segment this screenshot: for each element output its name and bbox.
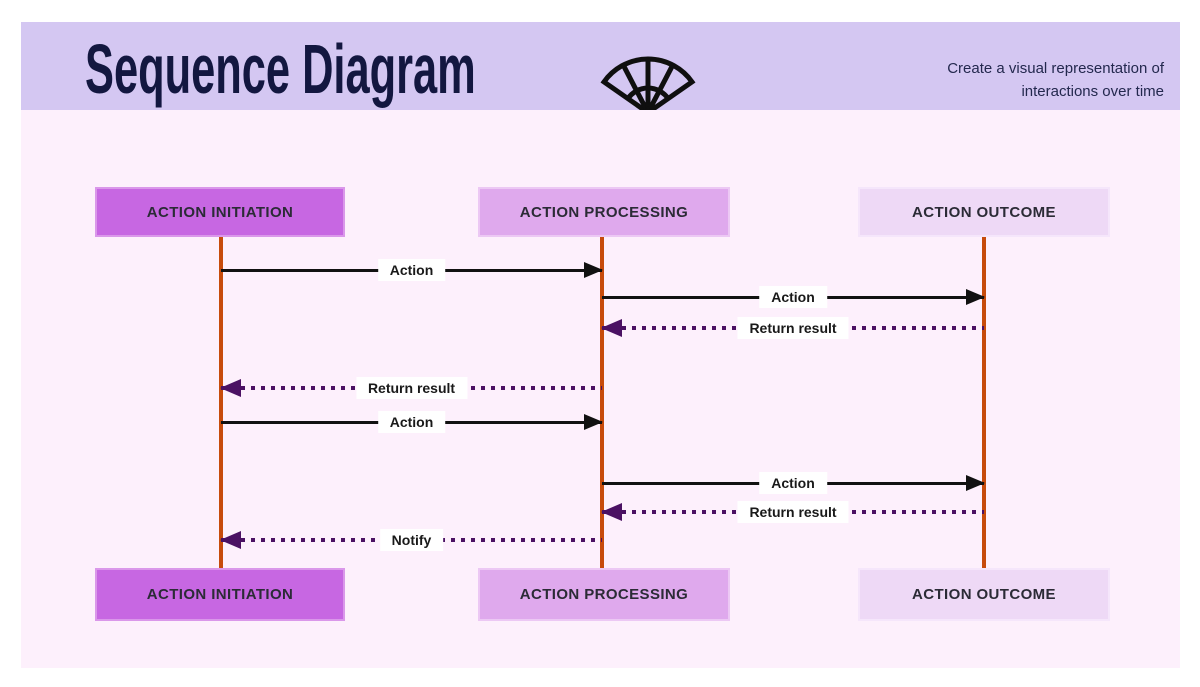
message-label: Notify xyxy=(379,529,444,551)
lifeline-action-processing xyxy=(600,237,604,568)
message-label: Action xyxy=(377,259,446,281)
message-label: Return result xyxy=(737,317,849,339)
arrowhead-left-icon xyxy=(601,319,622,337)
lifeline-action-initiation xyxy=(219,237,223,568)
actor-box-action-initiation-bottom: ACTION INITIATION xyxy=(95,568,345,621)
header-subtitle: Create a visual representation of intera… xyxy=(947,60,1164,100)
message-label: Return result xyxy=(737,501,849,523)
actor-label: ACTION INITIATION xyxy=(146,203,294,221)
actor-label: ACTION OUTCOME xyxy=(912,203,1056,221)
arrowhead-right-icon xyxy=(584,414,603,430)
page-title: Sequence Diagram xyxy=(85,30,476,108)
actor-box-action-outcome-bottom: ACTION OUTCOME xyxy=(858,568,1110,621)
actor-box-action-processing-top: ACTION PROCESSING xyxy=(478,187,730,237)
arrowhead-right-icon xyxy=(966,289,985,305)
message-label: Return result xyxy=(355,377,468,399)
actor-box-action-outcome-top: ACTION OUTCOME xyxy=(858,187,1110,237)
actor-box-action-initiation-top: ACTION INITIATION xyxy=(95,187,345,237)
arrowhead-left-icon xyxy=(220,531,241,549)
header-banner: Sequence Diagram Create a visual represe… xyxy=(21,22,1180,126)
actor-label: ACTION INITIATION xyxy=(146,586,294,603)
arrowhead-left-icon xyxy=(220,379,241,397)
arrowhead-right-icon xyxy=(966,475,985,491)
actor-box-action-processing-bottom: ACTION PROCESSING xyxy=(478,568,730,621)
message-label: Action xyxy=(377,411,446,433)
arrowhead-left-icon xyxy=(601,503,622,521)
message-label: Action xyxy=(759,286,827,308)
lifeline-action-outcome xyxy=(982,237,986,568)
message-label: Action xyxy=(759,472,827,494)
arrowhead-right-icon xyxy=(584,262,603,278)
actor-label: ACTION PROCESSING xyxy=(519,203,689,221)
actor-label: ACTION PROCESSING xyxy=(519,586,689,603)
actor-label: ACTION OUTCOME xyxy=(912,586,1056,603)
